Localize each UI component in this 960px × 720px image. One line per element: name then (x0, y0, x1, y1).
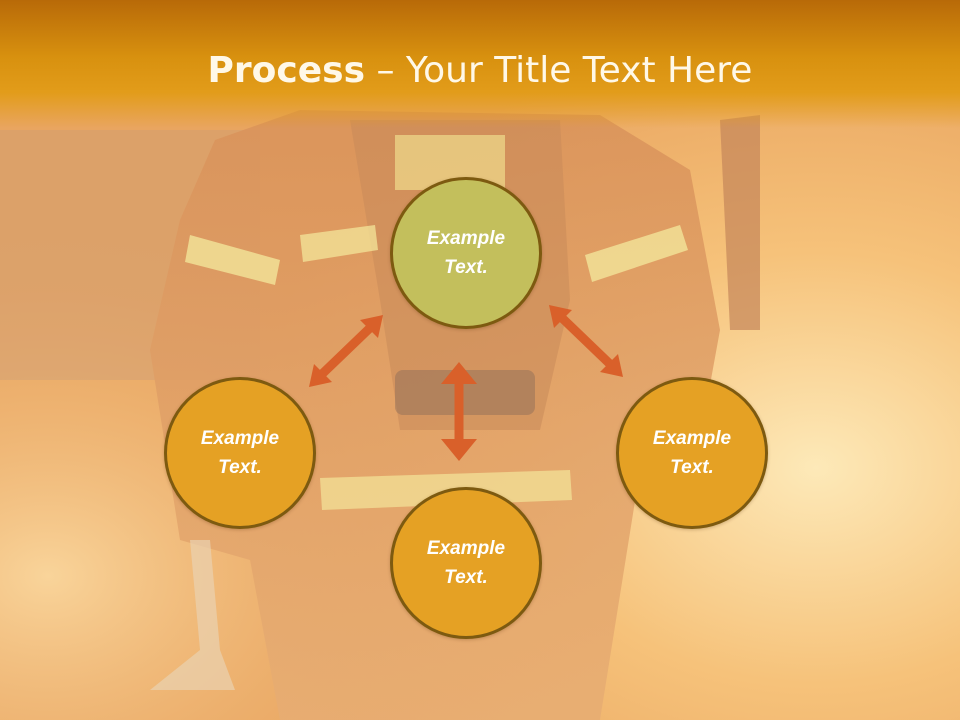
circle-label: Example Text. (426, 538, 506, 588)
title-bar (0, 0, 960, 128)
circle-label: Example Text. (652, 428, 732, 478)
arrow-center-vertical (441, 362, 477, 461)
process-circle-top[interactable]: Example Text. (390, 177, 542, 329)
circle-label: Example Text. (200, 428, 280, 478)
slide-title: Process – Your Title Text Here (0, 50, 960, 91)
circle-label: Example Text. (426, 228, 506, 278)
title-bold-part: Process (207, 50, 366, 91)
process-circle-right[interactable]: Example Text. (616, 377, 768, 529)
process-circle-left[interactable]: Example Text. (164, 377, 316, 529)
title-rest-part: – Your Title Text Here (365, 50, 753, 91)
arrow-top-right (549, 305, 623, 377)
arrow-top-left (309, 315, 383, 387)
process-circle-bottom[interactable]: Example Text. (390, 487, 542, 639)
